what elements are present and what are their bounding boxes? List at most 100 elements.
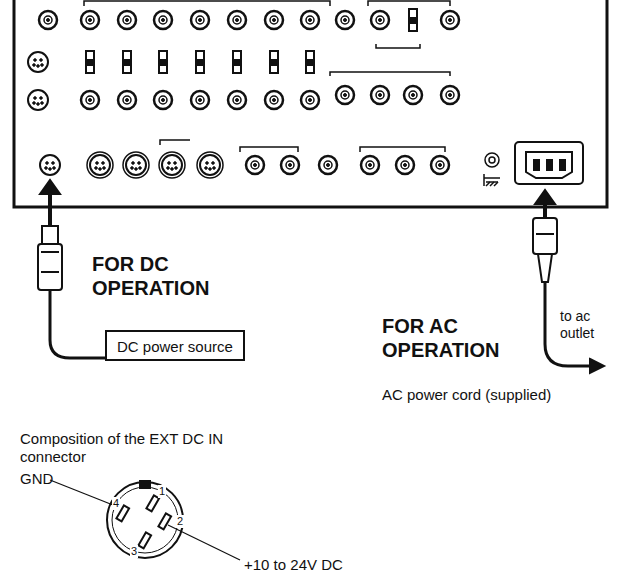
jack bbox=[87, 152, 113, 178]
jack bbox=[167, 167, 170, 170]
jack bbox=[412, 94, 415, 97]
jack bbox=[327, 164, 330, 167]
jack bbox=[123, 152, 149, 178]
jack bbox=[123, 96, 131, 104]
jack bbox=[159, 152, 185, 178]
jack bbox=[40, 155, 60, 175]
jack bbox=[324, 161, 332, 169]
jack bbox=[81, 91, 99, 109]
jack bbox=[28, 52, 48, 72]
process-box: DC power source bbox=[105, 330, 245, 361]
pin-number: 2 bbox=[176, 515, 184, 528]
jack bbox=[281, 156, 299, 174]
pin-name: +10 to 24V DC bbox=[244, 556, 343, 574]
jack bbox=[213, 167, 216, 170]
jack bbox=[209, 168, 212, 171]
jack bbox=[154, 11, 172, 29]
jack bbox=[379, 94, 382, 97]
part-name: AC power cord (supplied) bbox=[382, 386, 551, 404]
jack bbox=[49, 168, 52, 171]
jack bbox=[171, 168, 174, 171]
switch-knob bbox=[234, 59, 240, 66]
jack bbox=[52, 162, 55, 165]
jack bbox=[159, 96, 167, 104]
jack bbox=[270, 16, 278, 24]
note: to ac outlet bbox=[560, 308, 616, 342]
jack bbox=[336, 86, 354, 104]
jack bbox=[34, 97, 37, 100]
jack bbox=[162, 155, 182, 175]
jack bbox=[33, 64, 36, 67]
jack bbox=[441, 11, 459, 29]
jack bbox=[446, 91, 454, 99]
jack bbox=[446, 16, 454, 24]
jack bbox=[206, 162, 209, 165]
jack bbox=[89, 19, 92, 22]
slide-switch bbox=[270, 51, 278, 73]
ext-dc-in-connector bbox=[50, 480, 240, 560]
jack bbox=[379, 19, 382, 22]
jack bbox=[34, 59, 37, 62]
jack bbox=[228, 91, 246, 109]
jack bbox=[174, 162, 177, 165]
jack bbox=[44, 16, 52, 24]
jack bbox=[131, 167, 134, 170]
jack bbox=[53, 167, 56, 170]
connector-jacks bbox=[28, 9, 459, 178]
jack bbox=[265, 11, 283, 29]
ac-inlet bbox=[515, 142, 583, 184]
jack bbox=[341, 91, 349, 99]
jack bbox=[309, 19, 312, 22]
jack bbox=[118, 91, 136, 109]
jack bbox=[205, 167, 208, 170]
jack bbox=[33, 102, 36, 105]
pin-number: 4 bbox=[112, 497, 120, 510]
jack bbox=[344, 19, 347, 22]
jack bbox=[301, 11, 319, 29]
rear-panel bbox=[14, 0, 607, 207]
jack bbox=[99, 168, 102, 171]
jack bbox=[251, 161, 259, 169]
jack bbox=[376, 16, 384, 24]
switch-knob bbox=[410, 17, 416, 24]
jack bbox=[199, 19, 202, 22]
jack bbox=[319, 156, 337, 174]
jack bbox=[401, 161, 409, 169]
jack bbox=[404, 164, 407, 167]
jack bbox=[41, 102, 44, 105]
slide-switch bbox=[86, 51, 94, 73]
jack bbox=[37, 103, 40, 106]
jack bbox=[336, 11, 354, 29]
jack bbox=[236, 19, 239, 22]
jack bbox=[286, 161, 294, 169]
jack bbox=[233, 96, 241, 104]
jack bbox=[159, 16, 167, 24]
jack bbox=[47, 19, 50, 22]
jack bbox=[361, 156, 379, 174]
pin-number: 3 bbox=[130, 545, 138, 558]
slide-switch bbox=[306, 51, 314, 73]
jack bbox=[273, 19, 276, 22]
jack bbox=[118, 11, 136, 29]
jack bbox=[369, 164, 372, 167]
jack bbox=[197, 152, 223, 178]
jack bbox=[89, 99, 92, 102]
jack bbox=[102, 162, 105, 165]
section-heading: FOR DC OPERATION bbox=[92, 252, 272, 300]
ground-terminal bbox=[484, 153, 500, 186]
jack bbox=[46, 162, 49, 165]
slide-switch bbox=[196, 51, 204, 73]
jack bbox=[396, 156, 414, 174]
jack bbox=[265, 91, 283, 109]
jack bbox=[270, 96, 278, 104]
jack bbox=[449, 19, 452, 22]
jack bbox=[376, 91, 384, 99]
jack bbox=[196, 96, 204, 104]
switch-knob bbox=[307, 59, 313, 66]
jack bbox=[301, 91, 319, 109]
jack bbox=[371, 86, 389, 104]
jack bbox=[441, 86, 459, 104]
pin-name: GND bbox=[20, 470, 53, 488]
jack bbox=[409, 91, 417, 99]
slide-switch bbox=[123, 51, 131, 73]
